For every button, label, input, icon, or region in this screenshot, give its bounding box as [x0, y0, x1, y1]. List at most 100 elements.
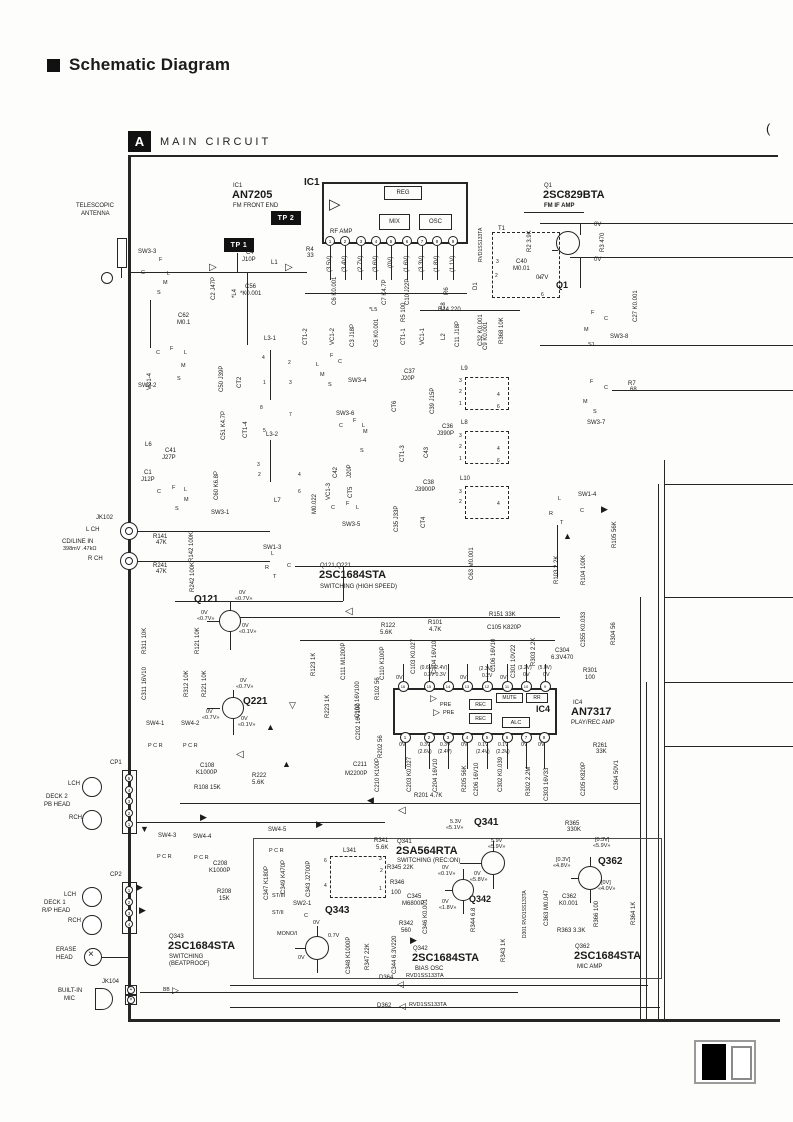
schematic-label: SW2-1: [293, 901, 312, 907]
schematic-label: M0.01: [513, 266, 530, 272]
schematic-label: 5.3V: [450, 819, 462, 825]
schematic-label: ▲: [563, 531, 572, 541]
schematic-label: 0V: [241, 716, 248, 722]
schematic-label: 6: [497, 458, 500, 464]
pin-circle: 4: [125, 786, 133, 794]
wire: [330, 246, 331, 280]
schematic-label: (2.3V): [479, 666, 493, 672]
schematic-label: C348 K1000P: [346, 936, 352, 974]
transistor-q1: [556, 231, 580, 255]
schematic-label: 100: [391, 890, 402, 896]
schematic-label: T1: [498, 226, 506, 232]
schematic-label: C62: [178, 313, 190, 319]
schematic-label: SWITCHING (REC:ON): [397, 858, 461, 864]
schematic-label: 1: [459, 401, 462, 407]
schematic-label: ◀: [367, 795, 374, 805]
schematic-label: 6: [541, 292, 544, 298]
wire: [317, 926, 318, 937]
pin-circle: 4: [371, 236, 381, 246]
schematic-label: S: [175, 506, 179, 512]
schematic-label: R242 100K: [190, 561, 196, 592]
schematic-label: R344 6.8: [471, 907, 477, 932]
pin-circle: 1: [325, 236, 335, 246]
schematic-label: P C R: [269, 848, 284, 854]
schematic-label: 3: [496, 259, 499, 265]
schematic-label: BIAS OSC: [415, 966, 444, 972]
schematic-label: C39 J15P: [430, 387, 436, 414]
schematic-label: R/P HEAD: [42, 908, 71, 914]
pin-circle: 2: [423, 731, 435, 743]
schematic-label: 47K: [156, 540, 167, 546]
schematic-label: R221 10K: [202, 670, 208, 697]
pin-circle: 8: [432, 236, 442, 246]
schematic-label: F: [172, 485, 176, 491]
schematic-label: (2.6V): [418, 749, 432, 755]
schematic-label: SWITCHING: [169, 954, 204, 960]
schematic-label: 2SC829BTA: [543, 189, 605, 201]
component-box: REC: [469, 713, 492, 724]
wire: [429, 664, 430, 688]
schematic-label: CD/LINE IN: [62, 539, 94, 545]
schematic-label: F: [353, 418, 357, 424]
component-box: ALC: [502, 717, 530, 728]
schematic-label: SW4-3: [158, 833, 177, 839]
schematic-label: 5.6K: [380, 630, 393, 636]
schematic-label: ▷: [329, 196, 341, 213]
schematic-label: RVD1SS133TA: [409, 1002, 447, 1008]
pin-circle: 3: [125, 909, 133, 917]
schematic-label: C: [141, 270, 145, 276]
schematic-label: SW4-5: [268, 827, 287, 833]
schematic-label: DECK 1: [44, 900, 66, 906]
schematic-label: M: [320, 372, 325, 378]
schematic-label: M2200P: [345, 771, 368, 777]
schematic-label: 330K: [567, 827, 582, 833]
schematic-label: (1.8V): [434, 255, 440, 272]
schematic-label: F: [170, 346, 174, 352]
wire: [540, 223, 793, 224]
schematic-label: 0V: [543, 672, 550, 678]
schematic-label: ▷: [172, 985, 179, 995]
schematic-label: 2: [459, 389, 462, 395]
schematic-label: R5 100: [401, 302, 407, 322]
schematic-label: R341: [374, 838, 389, 844]
transistor-q121: [219, 610, 241, 632]
wire: [664, 682, 793, 683]
schematic-label: Q362: [598, 856, 623, 867]
wire: [612, 390, 793, 391]
registration-black-swatch: [702, 1044, 726, 1080]
schematic-label: ◁: [397, 979, 404, 989]
schematic-label: R14 220: [438, 307, 461, 313]
schematic-label: 1: [263, 380, 266, 386]
schematic-label: (2.7V): [358, 255, 364, 272]
schematic-label: R208: [217, 889, 232, 895]
schematic-label: C63 M0.001: [469, 547, 475, 580]
schematic-label: 2SA564RTA: [396, 845, 458, 857]
wire: [137, 822, 385, 823]
schematic-label: 3: [379, 856, 382, 862]
wire: [463, 901, 464, 914]
schematic-label: M: [163, 280, 168, 286]
wire: [658, 484, 659, 1019]
schematic-label: R205 56K: [462, 765, 468, 792]
schematic-label: F: [346, 501, 350, 507]
wire: [445, 890, 453, 891]
wire: [664, 597, 793, 598]
schematic-label: R343 1K: [501, 938, 507, 962]
schematic-label: R223 1K: [325, 694, 331, 718]
schematic-label: T: [560, 520, 564, 526]
l9-box: [465, 377, 509, 410]
wire: [420, 310, 520, 311]
schematic-label: «5.9V»: [593, 843, 611, 849]
schematic-label: M: [363, 429, 368, 435]
wire: [128, 155, 778, 157]
schematic-label: 4: [497, 392, 500, 398]
schematic-label: CT5: [348, 486, 354, 498]
schematic-label: C38: [423, 480, 435, 486]
schematic-label: AN7317: [571, 706, 612, 718]
schematic-label: 15K: [219, 896, 230, 902]
schematic-label: C: [339, 423, 343, 429]
schematic-label: C: [304, 913, 308, 919]
wire: [137, 531, 270, 532]
tp2-badge: TP 2: [271, 211, 301, 225]
schematic-label: C203 K0.027: [407, 756, 413, 792]
